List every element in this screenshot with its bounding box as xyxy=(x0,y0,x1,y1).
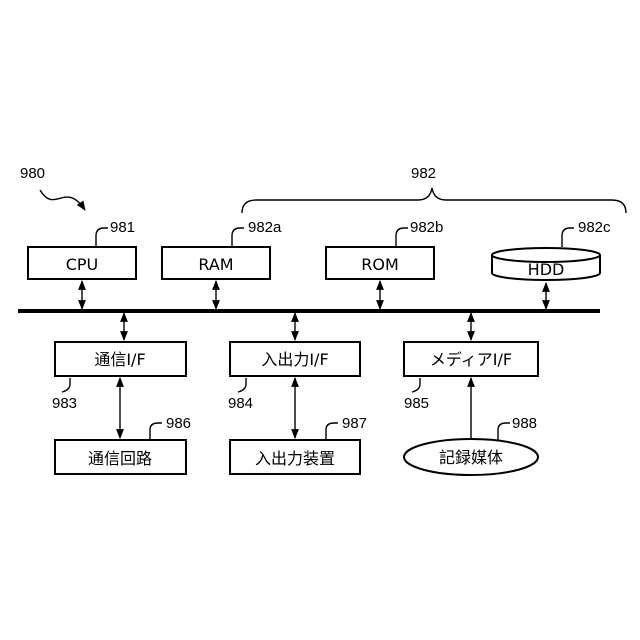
media-ref: 988 xyxy=(512,415,537,432)
io-if-leader xyxy=(238,378,246,392)
cpu-label: CPU xyxy=(66,255,99,274)
comm-if-leader xyxy=(62,378,70,392)
comm-circuit-ref: 986 xyxy=(166,415,191,432)
io-if-label: 入出力I/F xyxy=(261,350,328,369)
comm-if-ref: 983 xyxy=(52,395,77,412)
comm-circuit-leader xyxy=(150,423,162,440)
memory-group-brace xyxy=(242,188,626,213)
io-if-ref: 984 xyxy=(228,395,253,412)
comm-circuit-label: 通信回路 xyxy=(88,449,152,468)
io-device-ref: 987 xyxy=(342,415,367,432)
rom-leader xyxy=(396,228,408,247)
media-if-ref: 985 xyxy=(404,395,429,412)
ram-ref: 982a xyxy=(248,219,282,236)
io-device-label: 入出力装置 xyxy=(255,449,335,468)
cpu-leader xyxy=(96,228,108,247)
hdd-ref: 982c xyxy=(578,219,611,236)
media-label: 記録媒体 xyxy=(439,448,503,467)
ram-label: RAM xyxy=(198,255,233,274)
hdd-label: HDD xyxy=(528,260,565,279)
system-ref: 980 xyxy=(20,165,45,182)
media-if-leader xyxy=(412,378,420,392)
media-leader xyxy=(498,423,510,440)
comm-if-label: 通信I/F xyxy=(94,350,145,369)
ram-leader xyxy=(232,228,244,247)
hdd-leader xyxy=(562,228,574,247)
cpu-ref: 981 xyxy=(110,219,135,236)
rom-label: ROM xyxy=(361,255,399,274)
system-ref-arrow xyxy=(40,190,85,210)
memory-group-ref: 982 xyxy=(411,165,436,182)
io-device-leader xyxy=(326,423,338,440)
rom-ref: 982b xyxy=(410,219,443,236)
media-if-label: メディアI/F xyxy=(430,350,512,369)
